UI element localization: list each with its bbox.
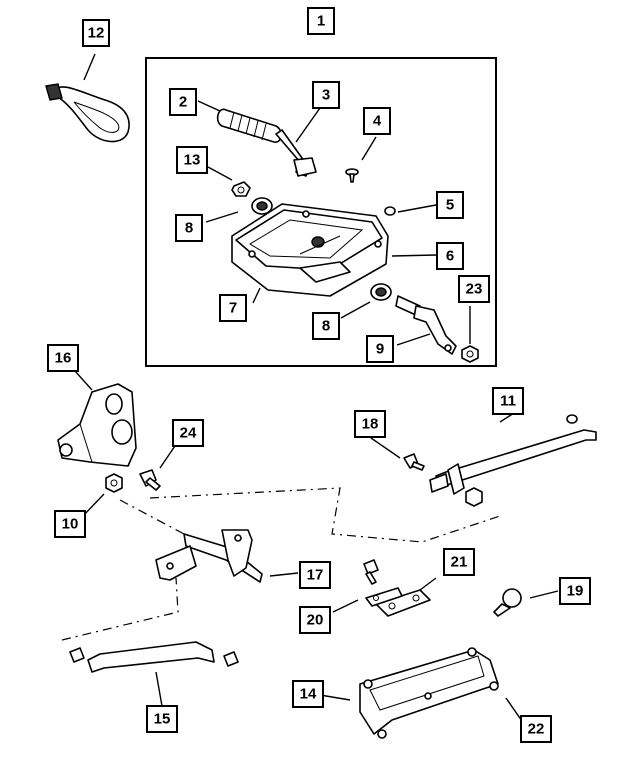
callout-3-label: 3 [322,87,330,104]
callout-15-label: 15 [154,711,171,728]
callout-20-label: 20 [307,612,324,629]
guide-line-upper [149,487,501,543]
nut-part-23 [461,345,479,363]
handle-grip-part [216,108,282,143]
callout-10-label: 10 [62,516,79,533]
callout-6: 6 [436,242,464,270]
screw-part [345,168,359,183]
callout-17: 17 [299,561,331,589]
crossmember-part [359,647,499,739]
callout-4: 4 [363,107,391,135]
callout-4-label: 4 [373,113,382,130]
bolt-part-18 [403,453,425,471]
callout-9: 9 [366,335,394,363]
callout-24-label: 24 [180,425,197,442]
bracket-part [57,383,137,467]
callout-9-label: 9 [376,341,384,358]
callout-21: 21 [443,548,475,576]
nut-part-13 [231,181,251,197]
callout-1: 1 [307,7,335,35]
callout-17-label: 17 [307,567,324,584]
callout-7-label: 7 [229,300,237,317]
callout-23: 23 [458,275,490,303]
callout-13-label: 13 [184,152,201,169]
guide-line-mid [119,499,185,535]
callout-7: 7 [219,294,247,322]
callout-5-label: 5 [446,197,454,214]
callout-19: 19 [559,577,591,605]
housing-part [231,203,389,297]
callout-16-label: 16 [55,350,72,367]
screw-part-20 [363,559,379,585]
callout-24: 24 [172,419,204,447]
assembly-frame [145,57,497,367]
rod-part [429,414,597,495]
callout-12: 12 [82,19,110,47]
callout-14-label: 14 [300,686,317,703]
washer-part [384,206,396,216]
guide-line-lower [61,577,179,641]
callout-2-label: 2 [179,94,187,111]
callout-10: 10 [54,510,86,538]
bushing-part-lower [370,283,392,301]
callout-22: 22 [520,715,552,743]
callout-16: 16 [47,344,79,372]
bolt-part-24 [139,469,161,491]
callout-1-label: 1 [317,13,325,30]
callout-19-label: 19 [567,583,584,600]
callout-8-upper-label: 8 [185,220,193,237]
callout-8-upper: 8 [175,214,203,242]
callout-11-label: 11 [500,393,516,410]
callout-14: 14 [292,680,324,708]
callout-8-lower: 8 [312,312,340,340]
plate-part-21 [375,589,431,617]
callout-18-label: 18 [362,416,379,433]
callout-22-label: 22 [528,721,545,738]
link-rod-part [69,641,239,673]
lever-part [275,129,317,177]
callout-5: 5 [436,191,464,219]
pivot-shaft-part [155,529,263,583]
callout-12-label: 12 [88,25,105,42]
callout-23-label: 23 [466,281,483,298]
callout-2: 2 [169,88,197,116]
callout-3: 3 [312,81,340,109]
plate-part-20 [365,587,403,607]
nut-part-10 [105,473,123,493]
bushing-part-upper [251,197,273,215]
callout-11: 11 [492,387,524,415]
nut-part-11 [465,487,483,507]
strap-part [45,83,130,143]
callout-13: 13 [176,146,208,174]
callout-8-lower-label: 8 [322,318,330,335]
ball-stud-part [493,588,522,617]
callout-15: 15 [146,705,178,733]
leader-lines [74,53,559,725]
callout-6-label: 6 [446,248,454,265]
shaft-arm-part [395,295,457,355]
callout-21-label: 21 [451,554,468,571]
callout-18: 18 [354,410,386,438]
callout-20: 20 [299,606,331,634]
